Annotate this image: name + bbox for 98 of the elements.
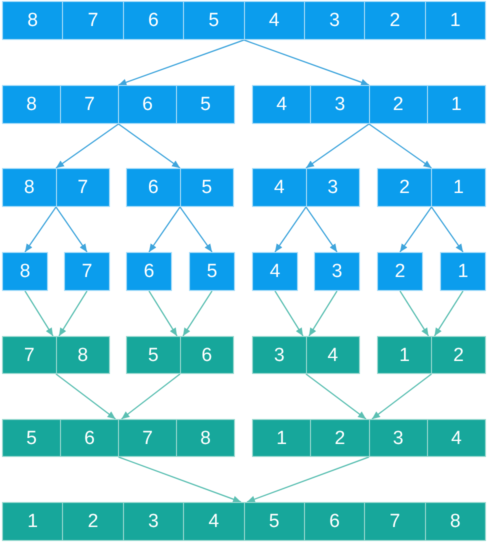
array-cell: 3 bbox=[315, 253, 359, 290]
array-cell: 3 bbox=[304, 2, 364, 39]
array-cell: 2 bbox=[365, 2, 425, 39]
array-cell: 1 bbox=[253, 420, 310, 456]
array bbox=[126, 168, 234, 207]
array-cell: 4 bbox=[253, 169, 306, 206]
array-cell: 6 bbox=[61, 420, 118, 456]
array-cell: 8 bbox=[426, 503, 485, 540]
arrow bbox=[58, 290, 88, 336]
array bbox=[2, 502, 486, 541]
arrow bbox=[400, 206, 432, 252]
array bbox=[377, 168, 486, 207]
array-cell: 1 bbox=[426, 2, 485, 39]
arrow bbox=[372, 374, 432, 420]
arrow bbox=[246, 456, 370, 503]
array-cell: 3 bbox=[311, 86, 368, 123]
array-cell: 7 bbox=[365, 503, 425, 540]
arrow bbox=[56, 124, 119, 168]
arrow bbox=[400, 290, 429, 336]
arrow bbox=[308, 290, 338, 336]
array-cell: 8 bbox=[3, 86, 60, 123]
arrow bbox=[56, 206, 88, 252]
array-cell: 6 bbox=[119, 86, 176, 123]
arrow bbox=[148, 206, 180, 252]
arrow bbox=[180, 206, 212, 252]
array-cell: 1 bbox=[3, 503, 62, 540]
array-cell: 2 bbox=[63, 503, 123, 540]
array-cell: 2 bbox=[432, 337, 485, 373]
array bbox=[252, 419, 486, 457]
array-cell: 1 bbox=[378, 337, 431, 373]
array-cell: 6 bbox=[127, 253, 171, 290]
array-cell: 1 bbox=[432, 169, 485, 206]
array bbox=[126, 336, 234, 374]
array-cell: 5 bbox=[127, 337, 180, 373]
array bbox=[2, 1, 486, 40]
array bbox=[2, 85, 235, 124]
array-cell: 4 bbox=[184, 503, 244, 540]
array-cell: 7 bbox=[56, 169, 109, 206]
array bbox=[2, 419, 235, 457]
array-cell: 1 bbox=[441, 253, 485, 290]
array-cell: 4 bbox=[306, 337, 359, 373]
array-cell: 8 bbox=[3, 253, 47, 290]
array-cell: 2 bbox=[378, 169, 431, 206]
array bbox=[252, 85, 486, 124]
arrow bbox=[434, 290, 464, 336]
array bbox=[252, 336, 360, 374]
array-cell: 1 bbox=[428, 86, 485, 123]
array-cell: 8 bbox=[3, 2, 62, 39]
array-cell: 6 bbox=[180, 337, 233, 373]
array-cell: 4 bbox=[253, 253, 297, 290]
array-cell: 8 bbox=[3, 169, 56, 206]
array bbox=[2, 336, 110, 374]
array-cell: 4 bbox=[244, 2, 304, 39]
arrow bbox=[56, 374, 116, 420]
array-cell: 3 bbox=[370, 420, 427, 456]
array-cell: 3 bbox=[253, 337, 306, 373]
array-cell: 4 bbox=[428, 420, 485, 456]
arrow bbox=[118, 39, 244, 86]
array-cell: 5 bbox=[184, 2, 244, 39]
array-cell: 2 bbox=[370, 86, 427, 123]
array-cell: 3 bbox=[124, 503, 184, 540]
array-cell: 3 bbox=[306, 169, 359, 206]
array-cell: 5 bbox=[244, 503, 304, 540]
array-cell: 6 bbox=[127, 169, 180, 206]
array-cell: 6 bbox=[304, 503, 364, 540]
array-cell: 6 bbox=[124, 2, 184, 39]
array-cell: 5 bbox=[3, 420, 60, 456]
array-cell: 2 bbox=[311, 420, 368, 456]
array-cell: 5 bbox=[190, 253, 234, 290]
arrow bbox=[24, 206, 56, 252]
array-cell: 7 bbox=[63, 2, 123, 39]
array-cell: 8 bbox=[56, 337, 109, 373]
array-cell: 7 bbox=[65, 253, 109, 290]
arrow bbox=[368, 124, 432, 168]
arrow bbox=[118, 124, 180, 168]
arrow bbox=[118, 456, 242, 503]
arrow bbox=[24, 290, 54, 336]
array bbox=[252, 168, 360, 207]
arrow bbox=[431, 206, 464, 252]
array-cell: 7 bbox=[61, 86, 118, 123]
array-cell: 5 bbox=[180, 169, 233, 206]
array-cell: 5 bbox=[177, 86, 234, 123]
arrow bbox=[306, 374, 366, 420]
array-cell: 7 bbox=[3, 337, 56, 373]
arrow bbox=[306, 124, 370, 168]
arrow bbox=[148, 290, 178, 336]
array-cell: 7 bbox=[119, 420, 176, 456]
arrow bbox=[274, 290, 304, 336]
array-cell: 8 bbox=[177, 420, 234, 456]
arrow bbox=[274, 206, 306, 252]
array-cell: 4 bbox=[253, 86, 310, 123]
arrow bbox=[121, 374, 180, 420]
array-cell: 2 bbox=[378, 253, 422, 290]
arrow bbox=[182, 290, 212, 336]
array bbox=[2, 168, 110, 207]
array bbox=[377, 336, 486, 374]
arrow bbox=[306, 206, 338, 252]
arrow bbox=[244, 39, 370, 86]
